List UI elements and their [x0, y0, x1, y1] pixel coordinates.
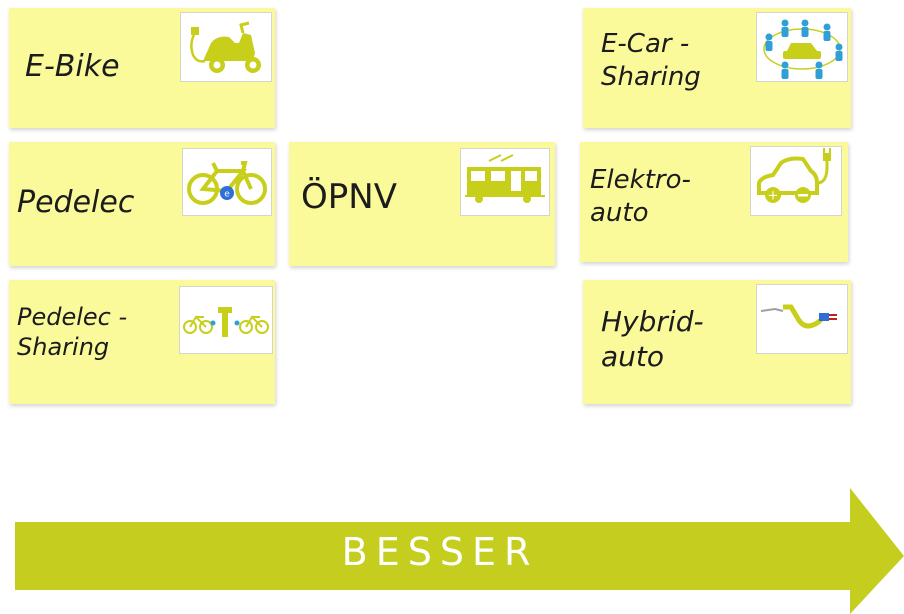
note-label: ÖPNV [301, 177, 397, 217]
fuel-and-plug-icon [756, 284, 848, 354]
arrow-label: BESSER [341, 530, 539, 574]
note-label: Elektro- auto [590, 165, 691, 228]
note-label: E-Car - Sharing [601, 29, 701, 92]
note-hybridauto: Hybrid- auto [583, 280, 851, 404]
bike-sharing-station-icon [179, 286, 273, 354]
note-label: Hybrid- auto [601, 305, 704, 373]
tram-icon [460, 148, 550, 216]
svg-text:e: e [224, 190, 230, 200]
note-opnv: ÖPNV [289, 142, 555, 266]
note-e-bike: E-Bike [9, 8, 275, 128]
note-pedelec: Pedelec e [9, 142, 275, 266]
car-sharing-people-icon [756, 12, 848, 82]
electric-scooter-icon [180, 12, 272, 82]
note-elektroauto: Elektro- auto + [580, 142, 848, 262]
note-label: Pedelec - Sharing [17, 303, 128, 361]
note-e-car-sharing: E-Car - Sharing [583, 8, 851, 128]
svg-text:+: + [768, 189, 779, 204]
note-label: Pedelec [17, 185, 135, 220]
note-pedelec-sharing: Pedelec - Sharing [9, 280, 275, 404]
e-bicycle-icon: e [182, 148, 272, 216]
electric-car-plug-icon: + [750, 146, 842, 216]
note-label: E-Bike [25, 49, 120, 84]
